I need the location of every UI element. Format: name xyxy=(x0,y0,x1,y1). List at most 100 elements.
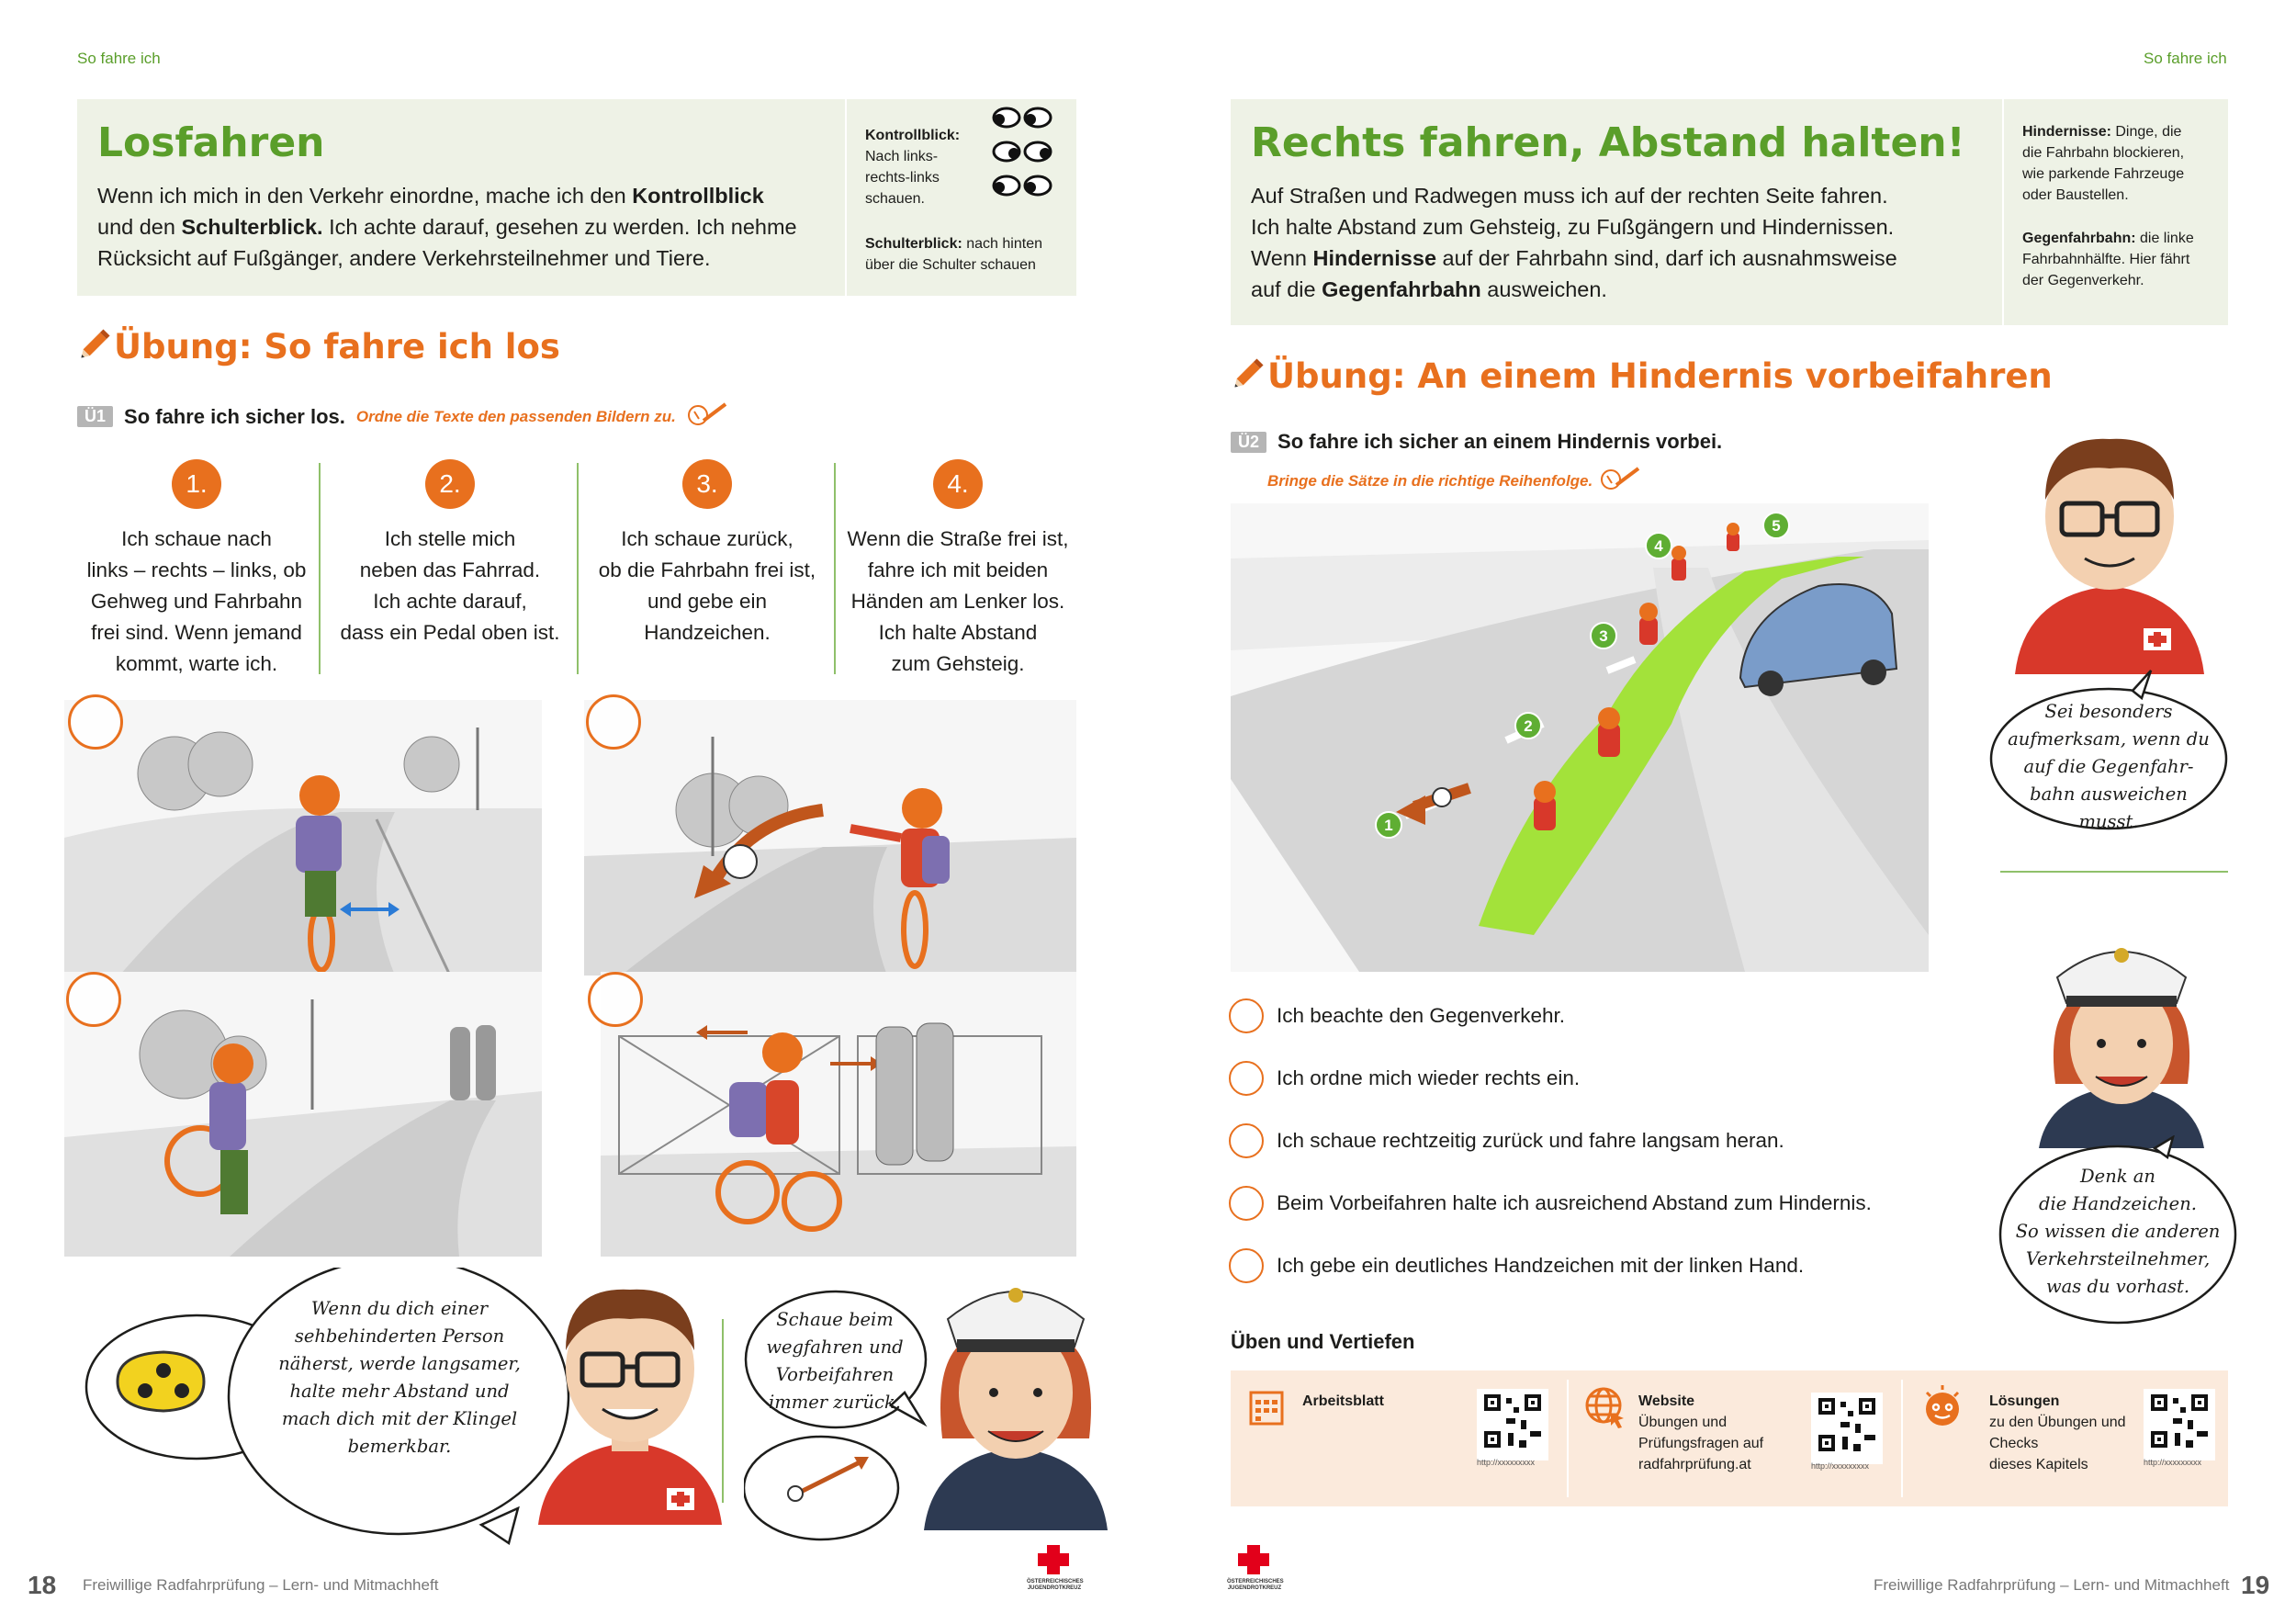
option-text: Ich schaue rechtzeitig zurück und fahre … xyxy=(1277,1129,1784,1152)
side-separator xyxy=(845,99,847,296)
page-number-right: 19 xyxy=(2241,1571,2270,1599)
red-cross-icon xyxy=(1238,1545,1269,1576)
qr-url: http://xxxxxxxxx xyxy=(1477,1458,1536,1467)
answer-circle-image-4[interactable] xyxy=(588,972,643,1027)
character-police-woman xyxy=(915,1255,1117,1530)
practice-label: Website Übungen und Prüfungsfragen auf r… xyxy=(1638,1393,1764,1472)
order-circle[interactable] xyxy=(1229,1186,1264,1221)
answer-circle-image-1[interactable] xyxy=(68,694,123,750)
task-text: So fahre ich sicher los. xyxy=(124,404,345,428)
illustration-handzeichen xyxy=(584,700,1076,976)
step-3: 3. Ich schaue zurück,ob die Fahrbahn fre… xyxy=(580,459,834,648)
practice-box: Arbeitsblatt http://xxxxxxxxx Website Üb… xyxy=(1231,1370,2228,1506)
route-marker-label: 1 xyxy=(1384,817,1392,834)
pencil-icon xyxy=(1231,355,1267,396)
illustration-kontrollblick xyxy=(64,700,542,976)
step-4: 4. Wenn die Straße frei ist,fahre ich mi… xyxy=(838,459,1078,680)
qr-url: http://xxxxxxxxx xyxy=(2144,1458,2202,1467)
option-text: Ich beachte den Gegenverkehr. xyxy=(1277,1004,1565,1027)
qr-code-arbeitsblatt[interactable]: http://xxxxxxxxx xyxy=(1477,1389,1548,1467)
option-text: Ich gebe ein deutliches Handzeichen mit … xyxy=(1277,1254,1805,1277)
task-badge: Ü2 xyxy=(1231,431,1267,453)
route-marker-label: 3 xyxy=(1599,627,1607,645)
pencil-icon xyxy=(77,325,114,367)
order-circle[interactable] xyxy=(1229,1061,1264,1096)
footer-text-right: Freiwillige Radfahrprüfung – Lern- und M… xyxy=(1874,1576,2230,1594)
qr-code-website[interactable]: http://xxxxxxxxx xyxy=(1811,1393,1883,1471)
order-circle[interactable] xyxy=(1229,1248,1264,1283)
exercise-title-right: Übung: An einem Hindernis vorbeifahren xyxy=(1267,356,2053,396)
character-instructor-man xyxy=(529,1258,731,1525)
intro-box-rechts-fahren: Rechts fahren, Abstand halten! Auf Straß… xyxy=(1231,99,2228,325)
intro-text: Auf Straßen und Radwegen muss ich auf de… xyxy=(1251,184,1897,301)
intro-text: Wenn ich mich in den Verkehr einordne, m… xyxy=(97,184,797,270)
side-note-schulterblick: Schulterblick: nach hinten über die Schu… xyxy=(865,236,1042,273)
answer-circle-image-2[interactable] xyxy=(586,694,641,750)
character-divider-right xyxy=(2000,871,2228,873)
step-divider xyxy=(577,463,579,674)
task-instruction: Ordne die Texte den passenden Bildern zu… xyxy=(355,407,676,425)
route-marker-1 xyxy=(1375,811,1402,839)
step-number: 2. xyxy=(425,459,475,509)
solutions-icon xyxy=(1921,1385,1964,1434)
task-line-left: Ü1 So fahre ich sicher los. Ordne die Te… xyxy=(77,400,729,433)
order-circle[interactable] xyxy=(1229,1123,1264,1158)
step-divider xyxy=(834,463,836,674)
blind-badge-icon xyxy=(108,1345,209,1423)
write-icon xyxy=(687,400,729,433)
step-number: 3. xyxy=(682,459,732,509)
step-divider xyxy=(319,463,321,674)
step-number: 4. xyxy=(933,459,983,509)
sentence-options-list: Ich beachte den Gegenverkehr. Ich ordne … xyxy=(1229,985,1927,1297)
running-header-right: So fahre ich xyxy=(2144,50,2227,67)
task-text: So fahre ich sicher an einem Hindernis v… xyxy=(1277,430,1723,453)
order-circle[interactable] xyxy=(1229,998,1264,1033)
intro-box-losfahren: Losfahren Wenn ich mich in den Verkehr e… xyxy=(77,99,1076,296)
illustration-neben-fahrrad xyxy=(64,972,542,1257)
write-icon xyxy=(1600,465,1642,497)
side-note-gegenfahrbahn: Gegenfahrbahn: die linke Fahrbahnhälfte.… xyxy=(2022,231,2194,288)
list-item: Ich ordne mich wieder rechts ein. xyxy=(1229,1047,1927,1110)
practice-label: Arbeitsblatt xyxy=(1302,1393,1384,1409)
task-badge: Ü1 xyxy=(77,406,114,427)
answer-circle-image-3[interactable] xyxy=(66,972,121,1027)
route-marker-3 xyxy=(1590,622,1617,649)
globe-icon xyxy=(1583,1385,1627,1434)
red-cross-icon xyxy=(1038,1545,1069,1576)
character-police-woman-right xyxy=(2030,919,2213,1148)
route-marker-label: 4 xyxy=(1654,537,1663,555)
step-text: Wenn die Straße frei ist,fahre ich mit b… xyxy=(847,527,1069,675)
route-marker-2 xyxy=(1514,712,1542,739)
side-note-kontrollblick: Kontrollblick: Nach links- rechts-links … xyxy=(865,128,961,207)
intro-title: Rechts fahren, Abstand halten! xyxy=(1251,119,1965,166)
route-marker-4 xyxy=(1645,532,1672,559)
page-number-left: 18 xyxy=(28,1571,57,1599)
footer-text-left: Freiwillige Radfahrprüfung – Lern- und M… xyxy=(83,1576,439,1594)
step-number: 1. xyxy=(172,459,221,509)
running-header-left: So fahre ich xyxy=(77,50,161,67)
list-item: Beim Vorbeifahren halte ich ausreichend … xyxy=(1229,1172,1927,1235)
list-item: Ich beachte den Gegenverkehr. xyxy=(1229,985,1927,1047)
qr-code-loesungen[interactable]: http://xxxxxxxxx xyxy=(2144,1389,2215,1467)
illustration-hindernis-route: 1 2 3 4 5 xyxy=(1231,503,1929,972)
worksheet-icon xyxy=(1247,1387,1286,1430)
option-text: Beim Vorbeifahren halte ich ausreichend … xyxy=(1277,1191,1872,1214)
side-note-hindernisse: Hindernisse: Dinge, die die Fahrbahn blo… xyxy=(2022,124,2185,203)
character-instructor-man-right xyxy=(2006,412,2213,674)
route-marker-label: 2 xyxy=(1524,717,1532,735)
